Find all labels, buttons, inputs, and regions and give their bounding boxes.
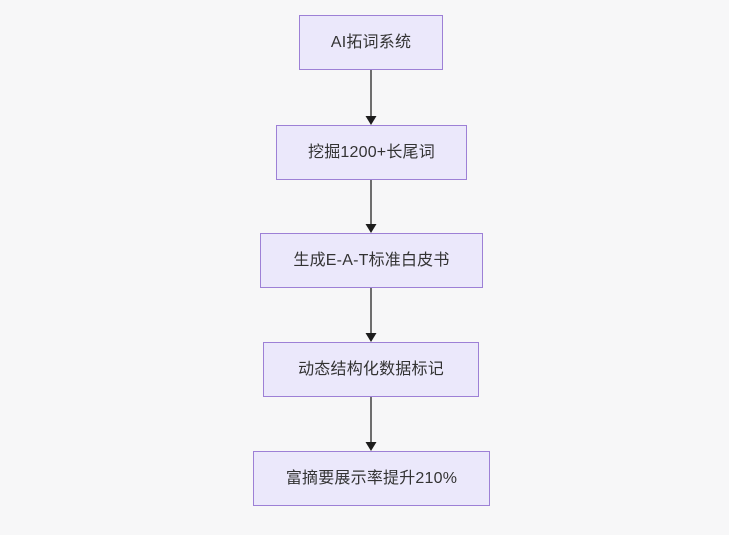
- arrowhead-icon: [365, 442, 377, 451]
- flowchart-node-n3[interactable]: 生成E-A-T标准白皮书: [260, 233, 483, 288]
- flowchart-node-n5[interactable]: 富摘要展示率提升210%: [253, 451, 490, 506]
- flowchart-node-n2[interactable]: 挖掘1200+长尾词: [276, 125, 467, 180]
- flowchart-node-label: 挖掘1200+长尾词: [308, 143, 435, 161]
- flowchart-node-n4[interactable]: 动态结构化数据标记: [263, 342, 479, 397]
- flowchart-node-label: 生成E-A-T标准白皮书: [293, 251, 450, 269]
- flowchart-node-label: 动态结构化数据标记: [298, 360, 444, 378]
- flowchart-edge-n1-n2: [365, 70, 377, 125]
- flowchart-edge-n3-n4: [365, 288, 377, 342]
- arrowhead-icon: [365, 224, 377, 233]
- arrowhead-icon: [365, 116, 377, 125]
- flowchart-node-label: 富摘要展示率提升210%: [285, 469, 458, 487]
- arrowhead-icon: [365, 333, 377, 342]
- flowchart-node-label: AI拓词系统: [330, 33, 412, 51]
- flowchart-edge-n4-n5: [365, 397, 377, 451]
- flowchart-node-n1[interactable]: AI拓词系统: [299, 15, 443, 70]
- flowchart-edge-n2-n3: [365, 180, 377, 233]
